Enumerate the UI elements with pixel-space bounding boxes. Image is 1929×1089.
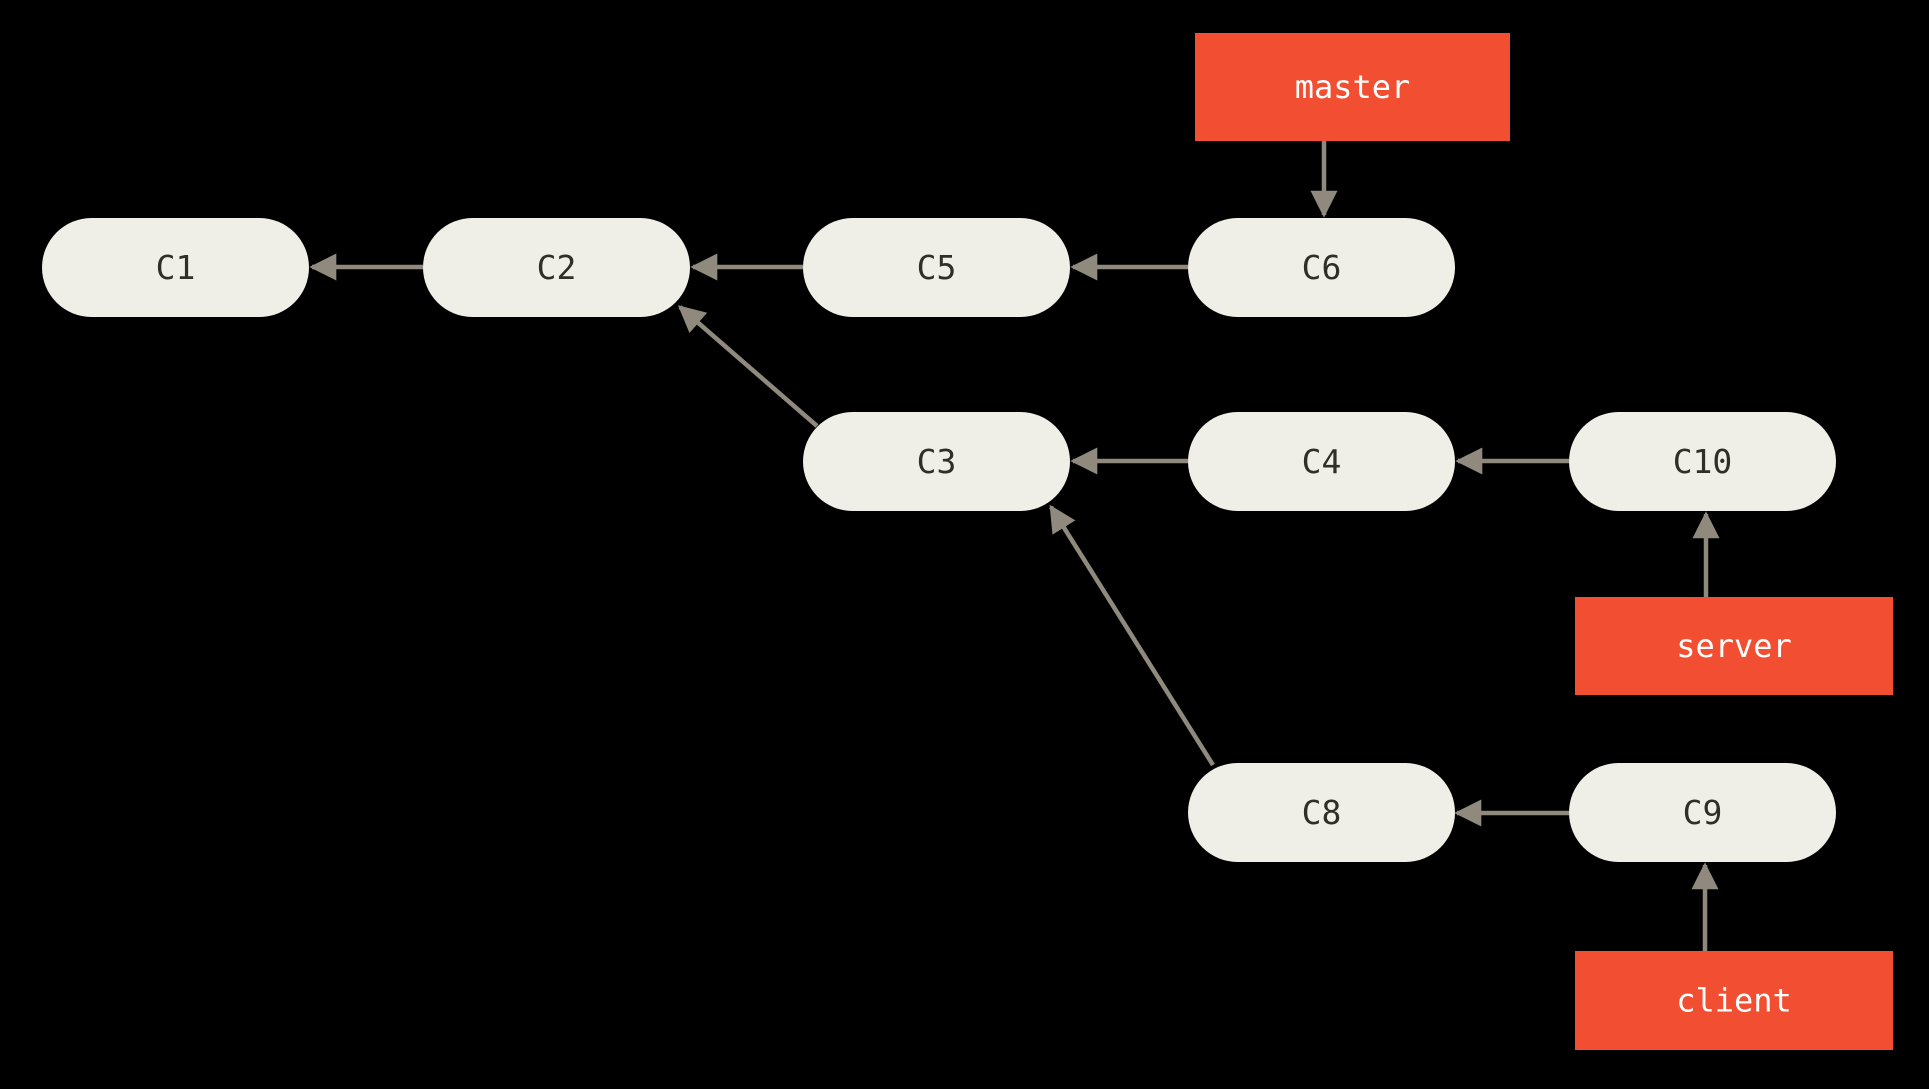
commit-label: C3 bbox=[917, 442, 957, 481]
commit-pill bbox=[1188, 412, 1455, 511]
branch-node-master: master bbox=[1195, 33, 1510, 141]
branch-label: master bbox=[1295, 68, 1411, 106]
edges-layer bbox=[309, 141, 1720, 951]
commit-label: C1 bbox=[156, 248, 196, 287]
branch-box bbox=[1195, 33, 1510, 141]
commit-label: C4 bbox=[1302, 442, 1342, 481]
commit-node-c1: C1 bbox=[42, 218, 309, 317]
commit-pill bbox=[1569, 412, 1836, 511]
commit-node-c9: C9 bbox=[1569, 763, 1836, 862]
commit-pill bbox=[42, 218, 309, 317]
commit-pill bbox=[803, 218, 1070, 317]
commit-node-c5: C5 bbox=[803, 218, 1070, 317]
commit-label: C8 bbox=[1302, 793, 1342, 832]
commit-pill bbox=[803, 412, 1070, 511]
branch-node-client: client bbox=[1575, 951, 1893, 1050]
commit-pill bbox=[1188, 218, 1455, 317]
commit-node-c8: C8 bbox=[1188, 763, 1455, 862]
commit-node-c6: C6 bbox=[1188, 218, 1455, 317]
commit-node-c2: C2 bbox=[423, 218, 690, 317]
branch-label: server bbox=[1676, 627, 1792, 665]
commit-pill bbox=[1569, 763, 1836, 862]
commit-pill bbox=[1188, 763, 1455, 862]
commit-label: C9 bbox=[1683, 793, 1723, 832]
branch-box bbox=[1575, 951, 1893, 1050]
commit-node-c3: C3 bbox=[803, 412, 1070, 511]
commit-label: C6 bbox=[1302, 248, 1342, 287]
commit-node-c10: C10 bbox=[1569, 412, 1836, 511]
commit-pill bbox=[423, 218, 690, 317]
edge-c3-to-c2 bbox=[677, 305, 819, 428]
branch-node-server: server bbox=[1575, 597, 1893, 695]
commit-label: C2 bbox=[537, 248, 577, 287]
commit-label: C5 bbox=[917, 248, 957, 287]
edge-c8-to-c3 bbox=[1049, 504, 1215, 767]
commit-node-c4: C4 bbox=[1188, 412, 1455, 511]
branch-box bbox=[1575, 597, 1893, 695]
branch-label: client bbox=[1676, 982, 1792, 1020]
commit-label: C10 bbox=[1673, 442, 1733, 481]
